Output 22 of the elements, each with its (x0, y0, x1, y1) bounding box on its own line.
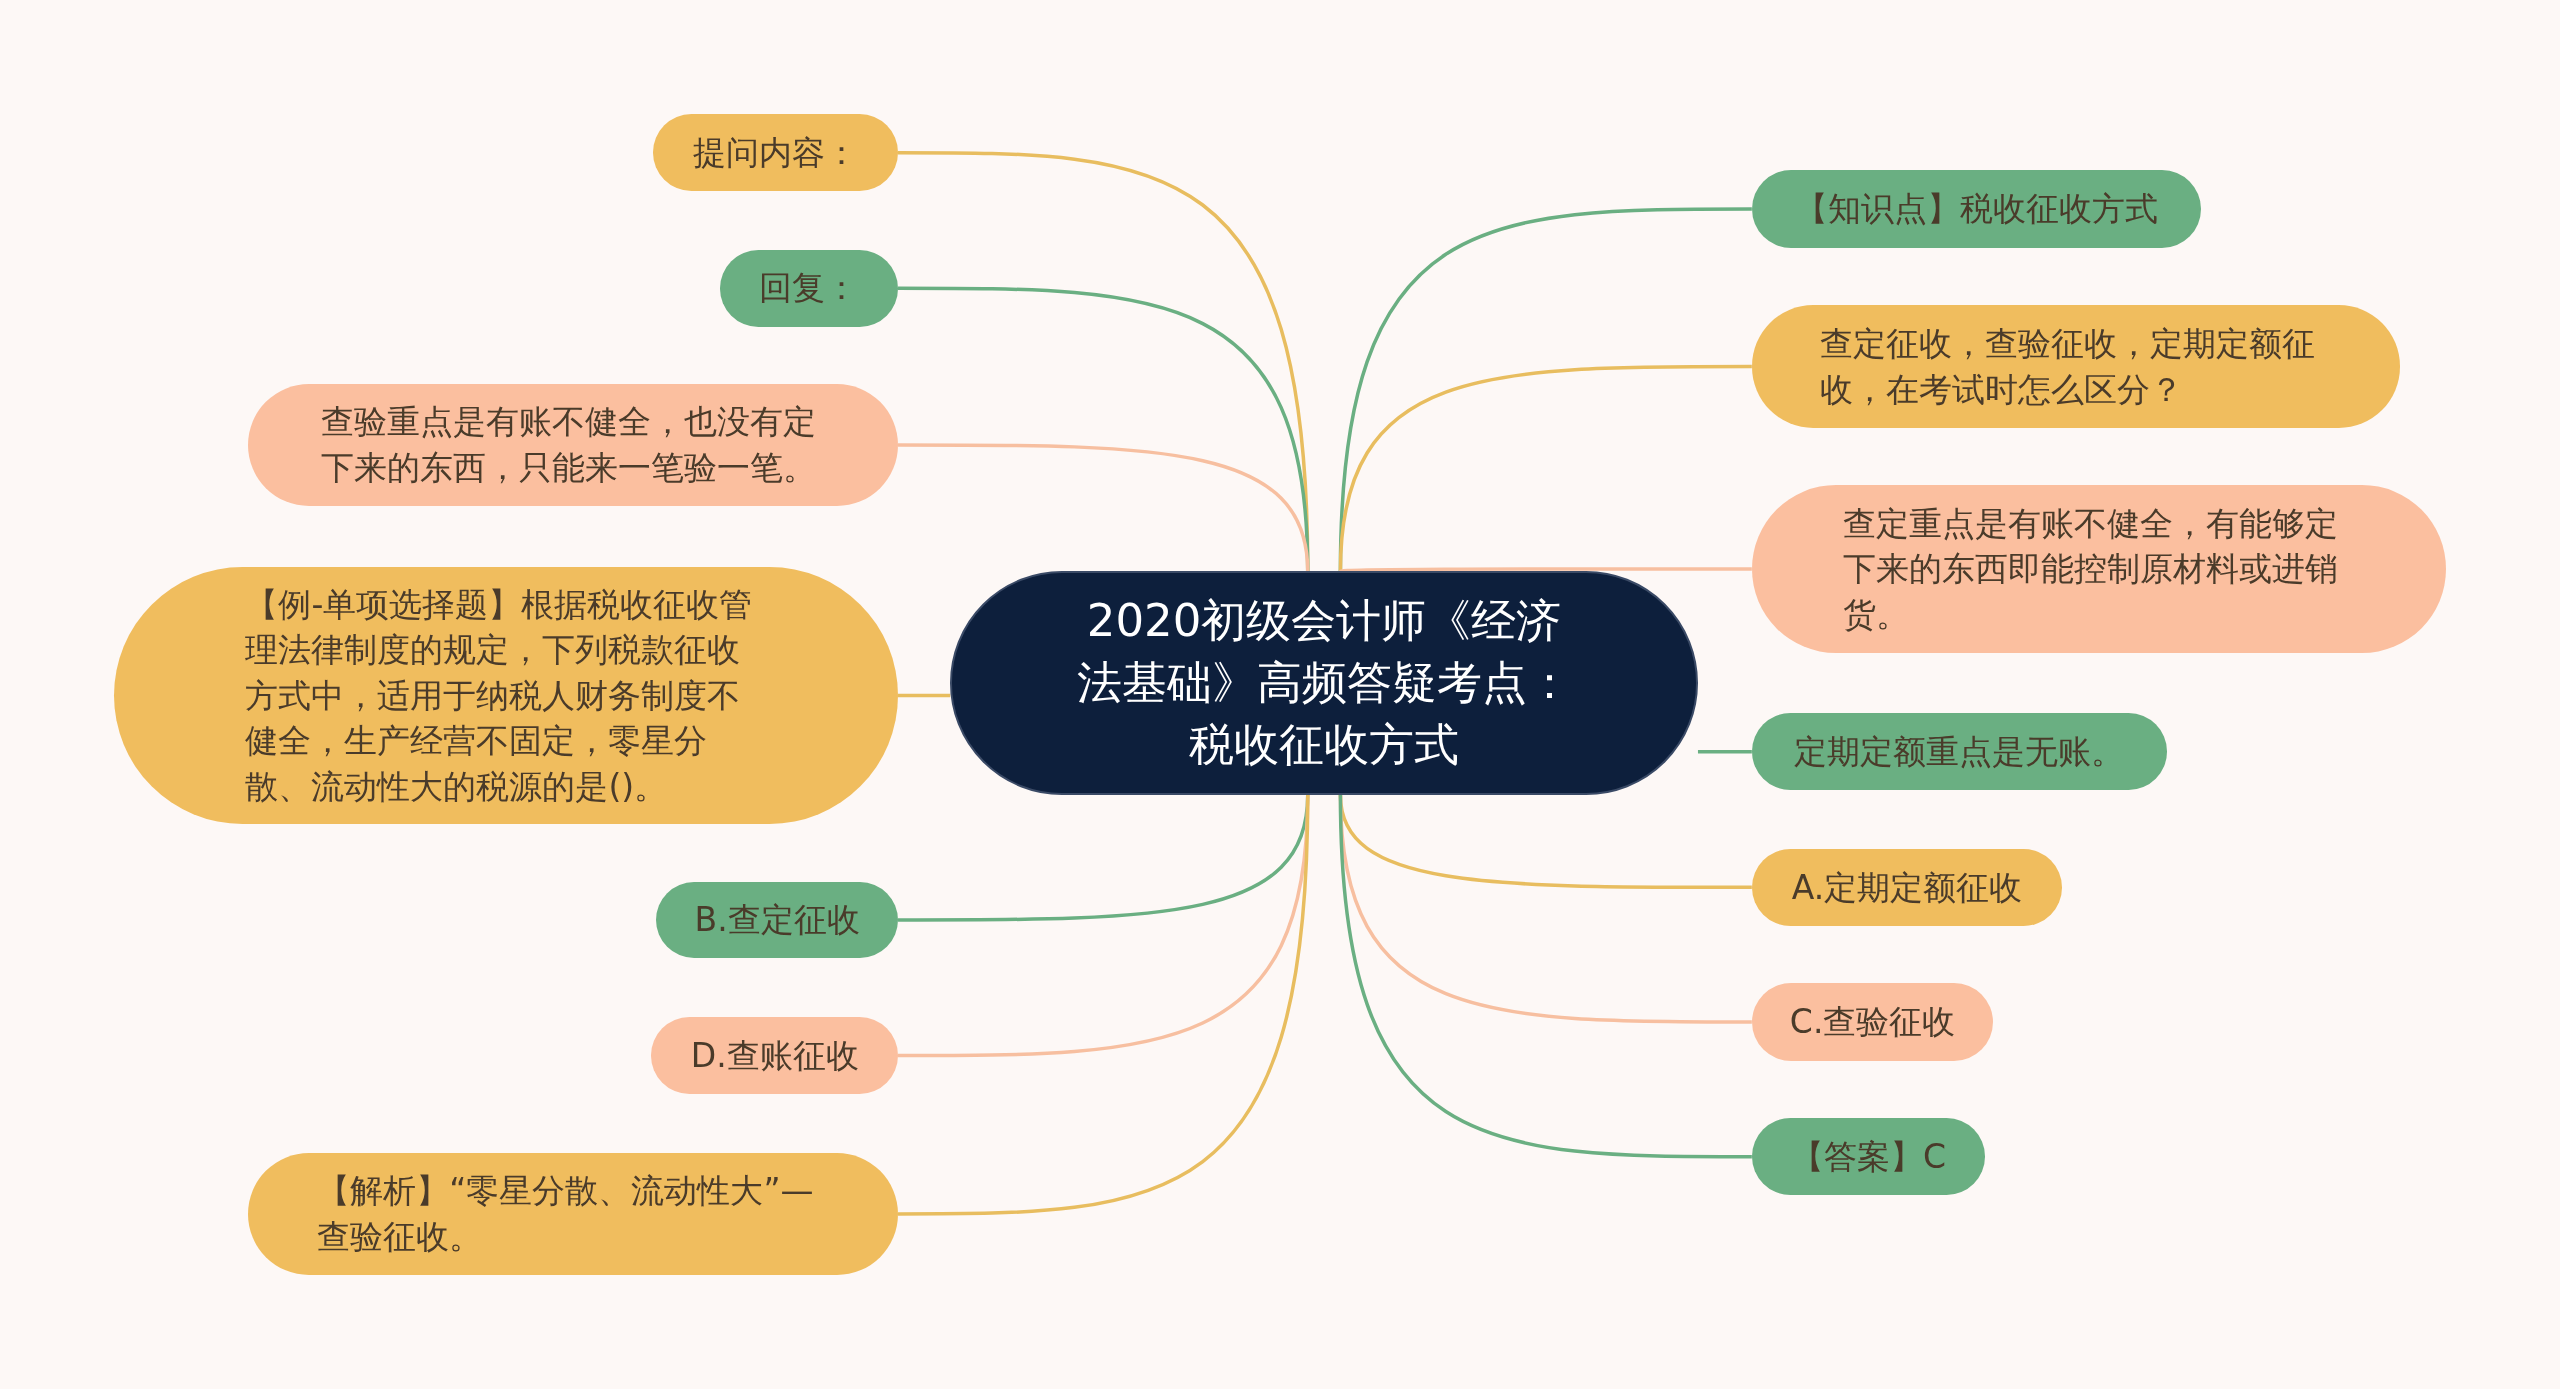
connector-line (1697, 750, 1752, 754)
topic-box: 【答案】C (1751, 1118, 1986, 1196)
topic-box: B.查定征收 (656, 881, 898, 959)
central-topic-box: 2020初级会计师《经济法基础》高频答疑考点：税收征收方式 (950, 571, 1698, 796)
connector-line (1338, 364, 1752, 572)
topic-box: 【解析】“零星分散、流动性大”—查验征收。 (248, 1152, 898, 1276)
connector-line (1338, 795, 1752, 1159)
topic-box: 【知识点】税收征收方式 (1751, 169, 2201, 249)
topic-box: 【例-单项选择题】根据税收征收管理法律制度的规定，下列税款征收方式中，适用于纳税人财务制度不健全，生产经营不固定，零星分散、流动性大的税源的是()。 (114, 566, 898, 825)
topic-box: 查定重点是有账不健全，有能够定下来的东西即能控制原材料或进销货。 (1751, 484, 2446, 654)
connector-line (1340, 567, 1752, 574)
topic-box: 回复： (720, 249, 898, 327)
topic-box: D.查账征收 (651, 1017, 898, 1094)
connector-line (897, 693, 951, 698)
topic-box: 查验重点是有账不健全，也没有定下来的东西，只能来一笔验一笔。 (248, 383, 898, 507)
topic-box: C.查验征收 (1751, 982, 1994, 1062)
connector-line (897, 795, 1310, 1216)
topic-box: A.定期定额征收 (1751, 848, 2063, 926)
connector-line (897, 443, 1310, 572)
topic-box: 提问内容： (653, 114, 898, 191)
topic-box: 定期定额重点是无账。 (1751, 713, 2167, 791)
topic-box: 查定征收，查验征收，定期定额征收，在考试时怎么区分？ (1751, 305, 2400, 428)
